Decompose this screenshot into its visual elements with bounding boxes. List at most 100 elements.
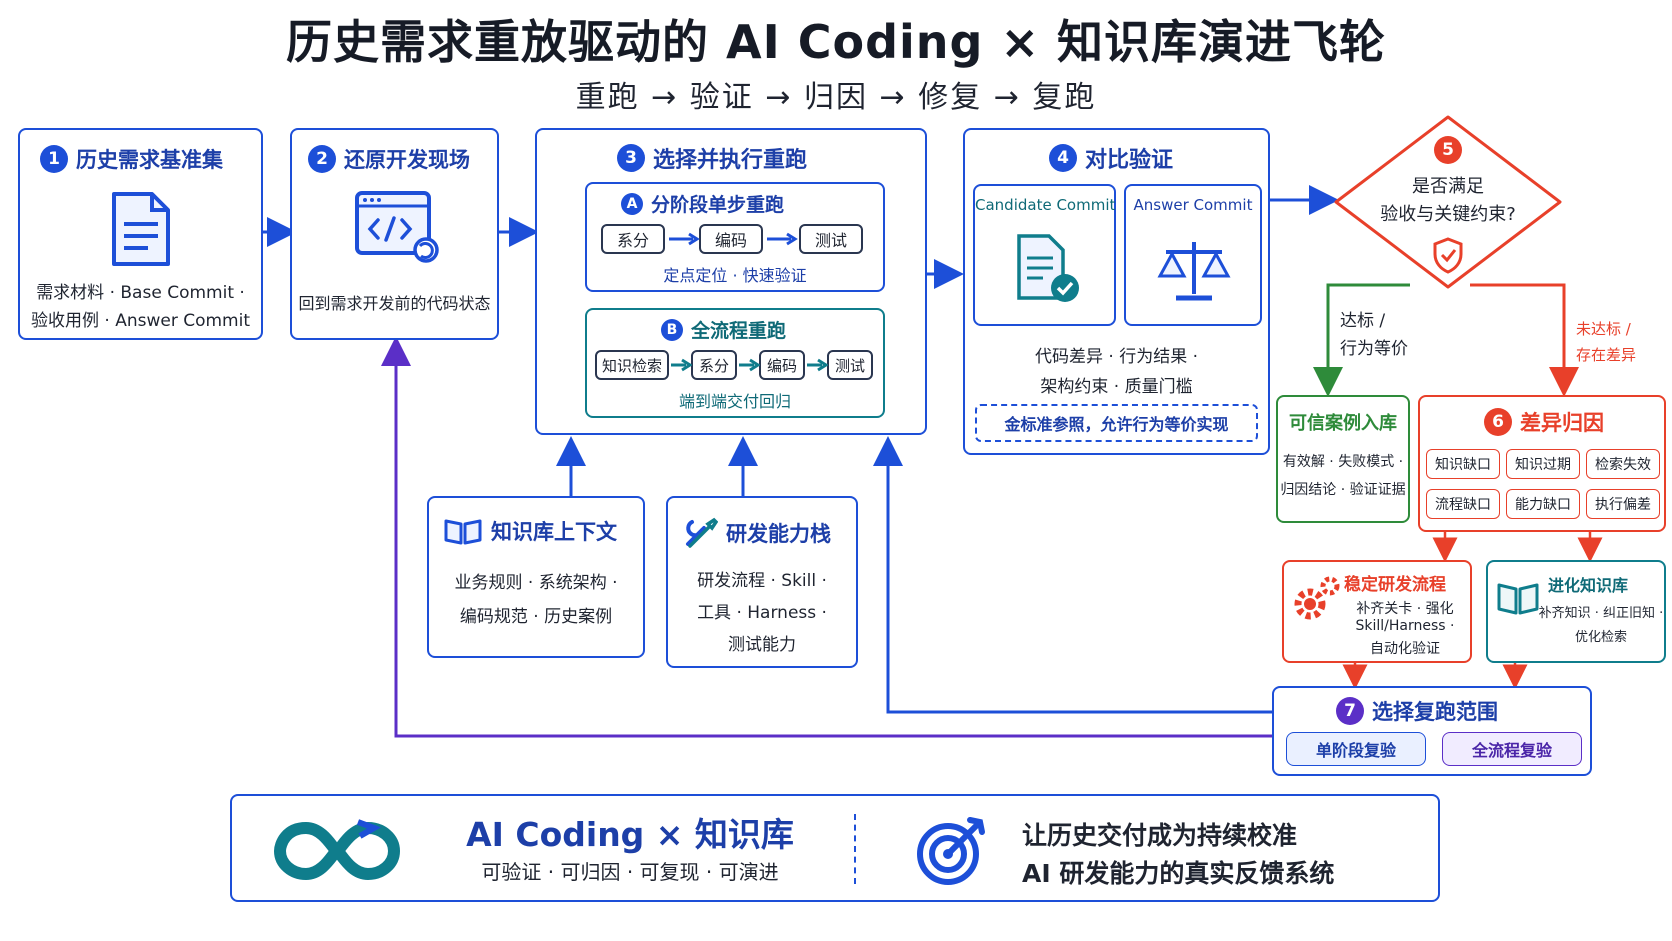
knowledge-context-line2: 编码规范 · 历史案例	[459, 607, 613, 627]
step3-option-b: B 全流程重跑 知识检索 系分 编码 测试 端到端交付回归	[585, 308, 885, 418]
option-a-badge: A	[621, 192, 643, 215]
step2-number: 2	[308, 145, 336, 173]
step5-line1: 是否满足	[1412, 176, 1484, 197]
arrow-right-icon	[807, 358, 828, 372]
step5-line2: 验收与关键约束?	[1380, 204, 1516, 225]
option-b-pill-1: 知识检索	[595, 350, 669, 380]
trusted-cases-line2: 归因结论 · 验证证据	[1280, 482, 1406, 498]
tools-icon	[686, 517, 718, 548]
single-stage-rerun-button[interactable]: 单阶段复验	[1286, 732, 1426, 766]
step3-box: 3 选择并执行重跑 A 分阶段单步重跑 系分 编码 测试 定点定位 · 快速验证…	[535, 128, 927, 435]
footer-divider	[854, 814, 856, 884]
infinity-loop-icon	[274, 819, 400, 880]
capability-box: 研发能力栈 研发流程 · Skill · 工具 · Harness · 测试能力	[666, 496, 858, 668]
evolve-knowledge-line2: 优化检索	[1574, 630, 1627, 645]
trusted-cases-line1: 有效解 · 失败模式 ·	[1282, 454, 1404, 470]
step5-decision-diamond	[1334, 115, 1562, 289]
step5-number: 5	[1434, 136, 1462, 164]
arrow-right-icon	[671, 358, 692, 372]
option-b-pill-3: 编码	[759, 350, 805, 380]
cause-tag: 知识缺口	[1426, 449, 1500, 479]
stable-process-box: 稳定研发流程 补齐关卡 · 强化 Skill/Harness · 自动化验证	[1282, 560, 1472, 663]
step3-number: 3	[617, 144, 645, 172]
evolve-knowledge-line1: 补齐知识 · 纠正旧知 ·	[1538, 606, 1664, 621]
arrow-fail	[1470, 283, 1579, 397]
option-a-pill-3: 测试	[799, 224, 863, 254]
stable-process-line3: 自动化验证	[1370, 641, 1440, 657]
step4-line1: 代码差异 · 行为结果 ·	[1034, 347, 1199, 367]
step2-desc: 回到需求开发前的代码状态	[298, 294, 491, 313]
shield-check-icon	[1433, 237, 1463, 274]
footer-tagline: 可验证 · 可归因 · 可复现 · 可演进	[481, 860, 779, 884]
option-b-pill-2: 系分	[691, 350, 737, 380]
target-icon	[917, 817, 985, 885]
branch-pass-line1: 达标 /	[1340, 311, 1386, 331]
stable-process-line1: 补齐关卡 · 强化	[1356, 601, 1454, 617]
cause-tag: 执行偏差	[1586, 489, 1660, 519]
trusted-cases-box: 可信案例入库 有效解 · 失败模式 · 归因结论 · 验证证据	[1276, 395, 1410, 523]
step2-box: 2 还原开发现场 回到需求开发前的代码状态	[290, 128, 499, 340]
step6-number: 6	[1484, 408, 1512, 436]
step7-box: 7 选择复跑范围 单阶段复验 全流程复验	[1272, 686, 1592, 776]
capability-line1: 研发流程 · Skill ·	[697, 571, 827, 591]
step1-number: 1	[40, 145, 68, 173]
cause-tag: 知识过期	[1506, 449, 1580, 479]
arrow-7-to-2	[381, 336, 1272, 738]
candidate-commit-label: Candidate Commit	[975, 196, 1116, 214]
capability-line3: 测试能力	[728, 635, 796, 655]
step1-line2: 验收用例 · Answer Commit	[30, 311, 250, 331]
option-b-caption: 端到端交付回归	[678, 392, 791, 411]
evolve-knowledge-title: 进化知识库	[1548, 576, 1629, 595]
document-check-icon	[1017, 234, 1079, 302]
step4-number: 4	[1049, 144, 1077, 172]
step7-number: 7	[1336, 697, 1364, 725]
footer-line1: 让历史交付成为持续校准	[1022, 821, 1298, 850]
option-b-pill-4: 测试	[827, 350, 873, 380]
step3-option-a: A 分阶段单步重跑 系分 编码 测试 定点定位 · 快速验证	[585, 182, 885, 292]
knowledge-context-line1: 业务规则 · 系统架构 ·	[454, 573, 618, 593]
option-b-title: 全流程重跑	[691, 320, 787, 342]
step1-header: 1 历史需求基准集	[40, 144, 223, 174]
option-b-header: B 全流程重跑	[661, 316, 786, 343]
step1-line1: 需求材料 · Base Commit ·	[36, 283, 245, 303]
code-window-icon	[355, 191, 439, 263]
cause-tag: 流程缺口	[1426, 489, 1500, 519]
arrow-right-icon	[669, 232, 700, 246]
full-flow-rerun-button[interactable]: 全流程复验	[1442, 732, 1582, 766]
step4-line2: 架构约束 · 质量门槛	[1040, 377, 1193, 397]
arrow-right-icon	[739, 358, 760, 372]
page-title: 历史需求重放驱动的 AI Coding × 知识库演进飞轮	[285, 15, 1387, 69]
branch-fail-line2: 存在差异	[1576, 346, 1637, 364]
trusted-cases-title: 可信案例入库	[1289, 413, 1397, 434]
option-a-pill-2: 编码	[699, 224, 763, 254]
arrow-pass	[1313, 283, 1410, 397]
open-book-icon	[1497, 583, 1539, 615]
arrow-7-to-4	[873, 436, 1272, 714]
page-subtitle: 重跑 → 验证 → 归因 → 修复 → 复跑	[575, 80, 1097, 115]
cause-tag: 检索失效	[1586, 449, 1660, 479]
option-b-badge: B	[661, 318, 683, 341]
step6-box: 6 差异归因 知识缺口 知识过期 检索失效 流程缺口 能力缺口 执行偏差	[1418, 395, 1666, 532]
option-a-pill-1: 系分	[601, 224, 665, 254]
evolve-knowledge-box: 进化知识库 补齐知识 · 纠正旧知 · 优化检索	[1486, 560, 1666, 663]
step2-header: 2 还原开发现场	[308, 144, 470, 174]
footer-brand: AI Coding × 知识库	[466, 815, 794, 854]
knowledge-context-title: 知识库上下文	[491, 520, 617, 544]
cause-tag: 能力缺口	[1506, 489, 1580, 519]
footer-banner: AI Coding × 知识库 可验证 · 可归因 · 可复现 · 可演进 让历…	[230, 794, 1440, 902]
option-a-title: 分阶段单步重跑	[651, 194, 785, 216]
open-book-icon	[444, 519, 482, 545]
step4-box: 4 对比验证 Candidate Commit Answer Commit 代码…	[963, 128, 1270, 455]
document-icon	[112, 192, 170, 266]
branch-pass-line2: 行为等价	[1340, 339, 1408, 359]
step3-header: 3 选择并执行重跑	[617, 142, 807, 174]
balance-scale-icon	[1157, 242, 1231, 301]
knowledge-context-header: 知识库上下文	[443, 516, 617, 546]
step2-title: 还原开发现场	[344, 148, 470, 172]
step1-box: 1 历史需求基准集 需求材料 · Base Commit · 验收用例 · An…	[18, 128, 263, 340]
step4-header: 4 对比验证	[1049, 142, 1173, 174]
step6-title: 差异归因	[1520, 411, 1604, 435]
gears-icon	[1294, 576, 1340, 620]
stable-process-title: 稳定研发流程	[1344, 575, 1446, 595]
capability-title: 研发能力栈	[726, 522, 831, 546]
